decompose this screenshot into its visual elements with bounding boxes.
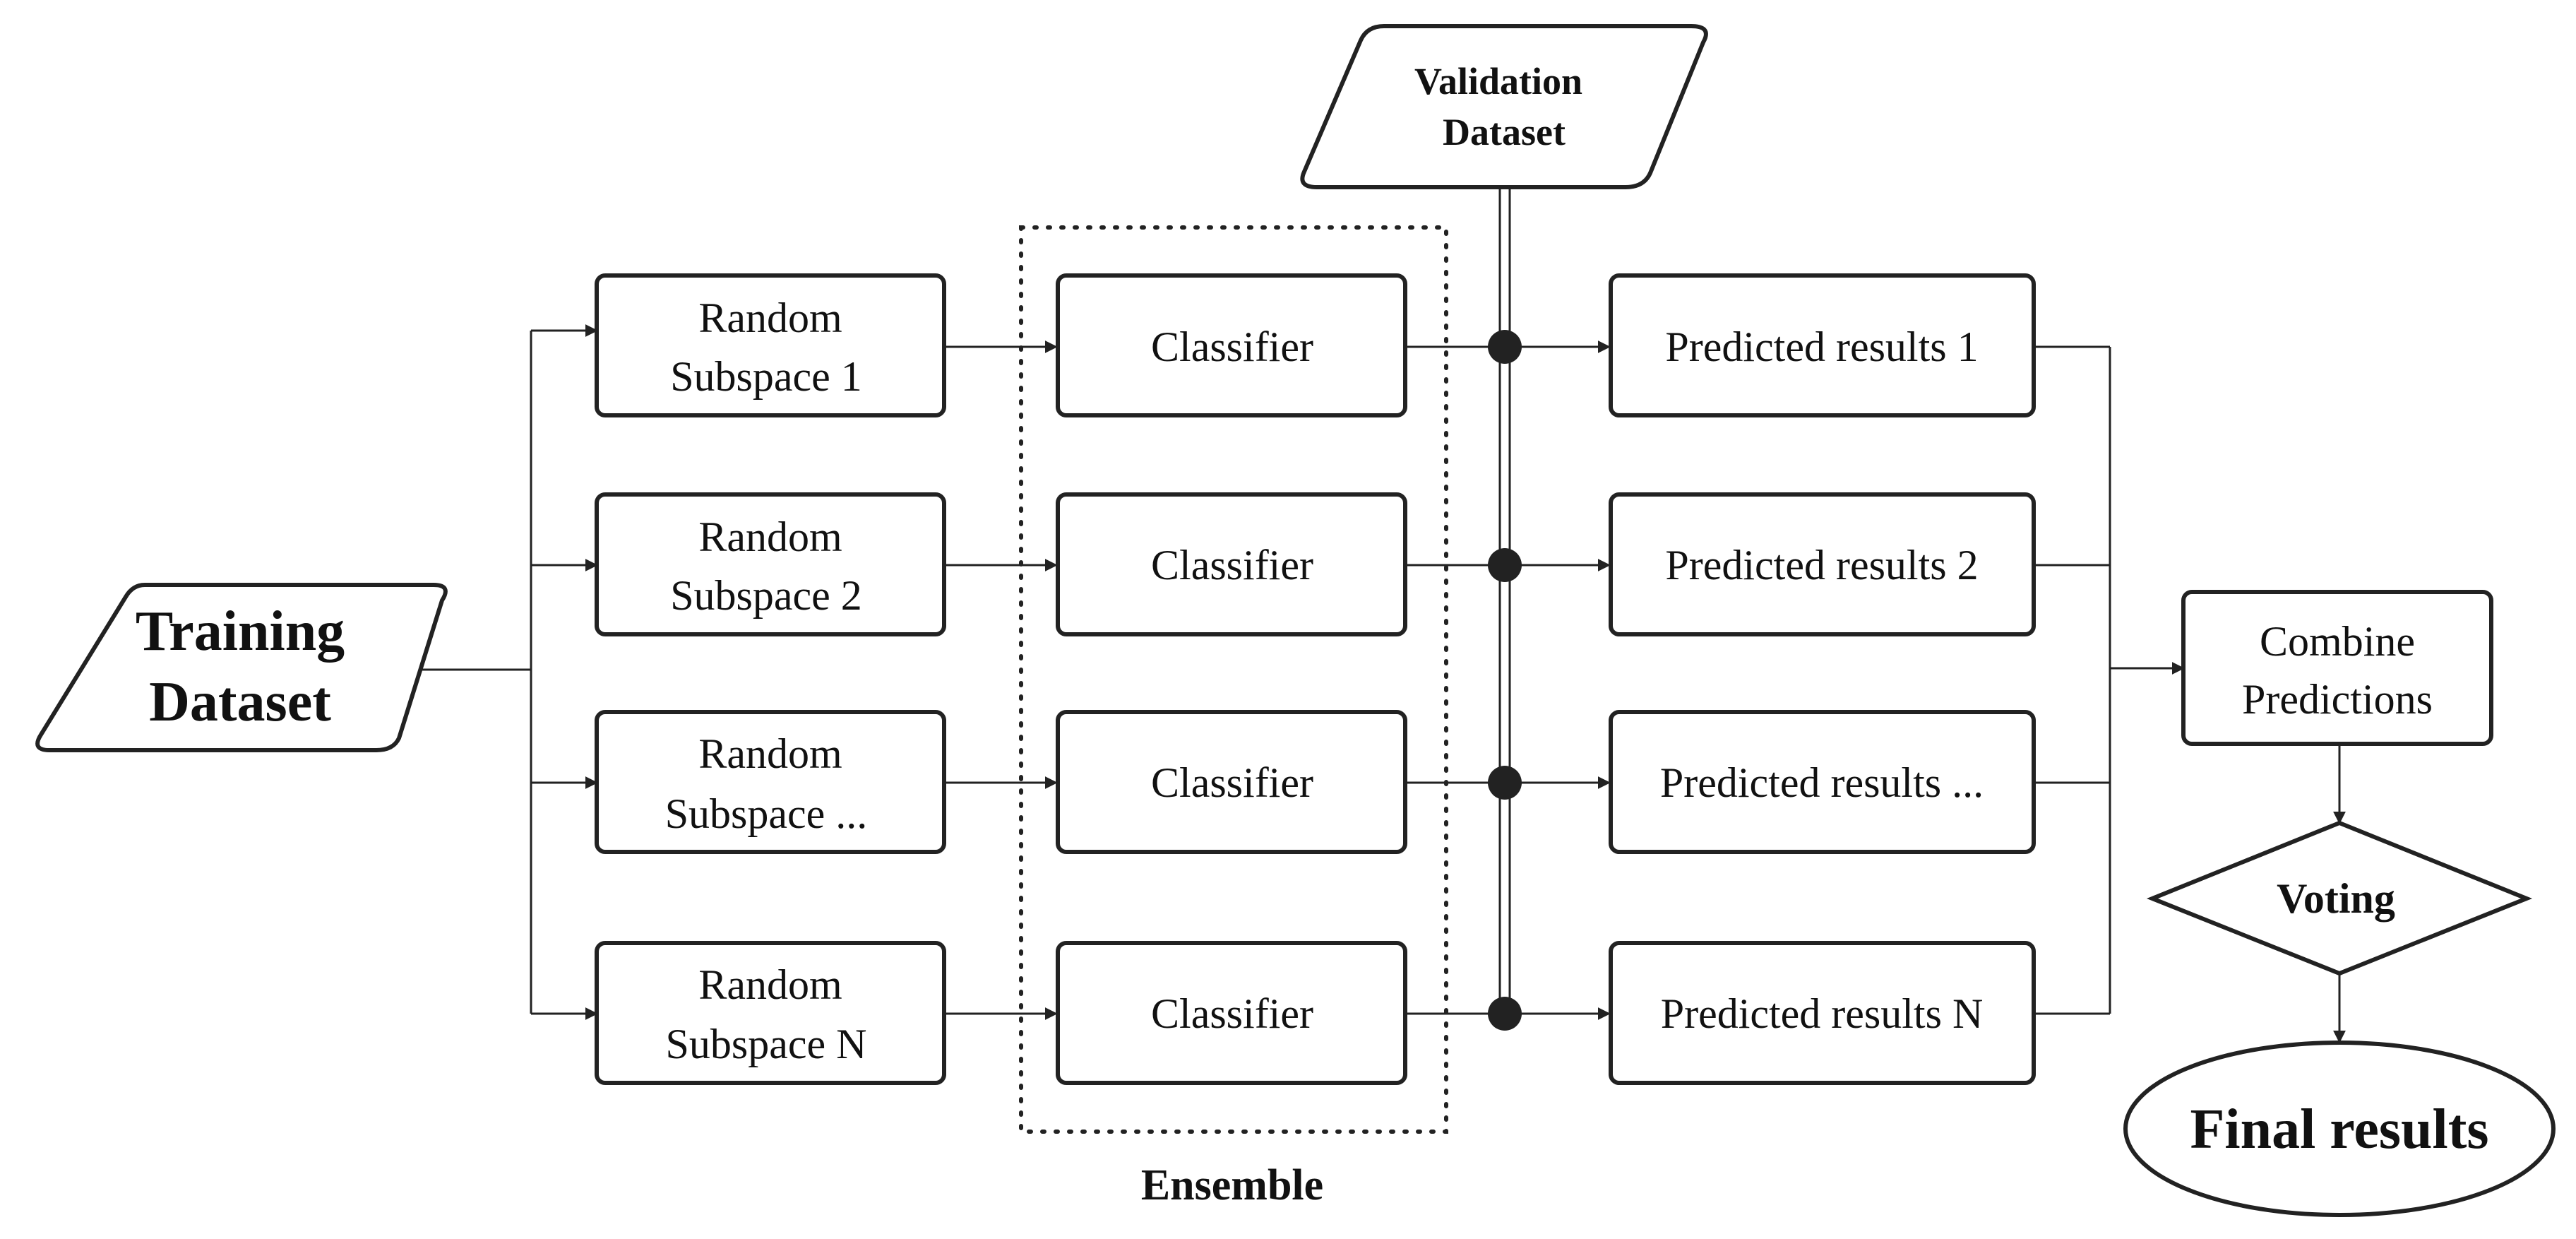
training-dataset-label-line2: Dataset bbox=[149, 671, 331, 733]
random-subspace-box-4: Random Subspace N bbox=[595, 941, 946, 1085]
subspace-label-line2: Subspace ... bbox=[665, 790, 868, 837]
subspace-label-line1: Random bbox=[698, 514, 842, 560]
combine-label-line2: Predictions bbox=[2242, 676, 2433, 723]
prediction-box-2: Predicted results 2 bbox=[1609, 492, 2036, 636]
final-results-label: Final results bbox=[2190, 1098, 2488, 1161]
prediction-label: Predicted results ... bbox=[1660, 759, 1984, 806]
junction-dot bbox=[1488, 766, 1522, 800]
prediction-box-4: Predicted results N bbox=[1609, 941, 2036, 1085]
ensemble-label: Ensemble bbox=[1141, 1161, 1323, 1209]
training-dataset-node: Training Dataset bbox=[35, 583, 448, 752]
junction-dots bbox=[1488, 330, 1522, 1031]
connectors bbox=[413, 324, 2346, 1043]
validation-dataset-label-line2: Dataset bbox=[1443, 111, 1566, 153]
subspace-label-line2: Subspace 2 bbox=[670, 572, 862, 619]
validation-double-line bbox=[1498, 187, 1511, 1017]
subspace-label-line1: Random bbox=[698, 295, 842, 341]
random-subspace-box-1: Random Subspace 1 bbox=[595, 273, 946, 417]
prediction-label: Predicted results 2 bbox=[1665, 542, 1978, 588]
prediction-box-1: Predicted results 1 bbox=[1609, 273, 2036, 417]
combine-label-line1: Combine bbox=[2260, 618, 2415, 665]
ensemble-region bbox=[1019, 225, 1448, 1134]
subspace-label-line1: Random bbox=[698, 730, 842, 777]
combine-predictions-box: Combine Predictions bbox=[2181, 590, 2493, 746]
classifier-box-3: Classifier bbox=[1056, 710, 1407, 854]
random-subspace-box-3: Random Subspace ... bbox=[595, 710, 946, 854]
junction-dot bbox=[1488, 548, 1522, 582]
classifier-box-1: Classifier bbox=[1056, 273, 1407, 417]
classifier-box-4: Classifier bbox=[1056, 941, 1407, 1085]
subspace-label-line2: Subspace 1 bbox=[670, 353, 862, 400]
classifier-label: Classifier bbox=[1151, 542, 1313, 588]
voting-label: Voting bbox=[2277, 875, 2395, 922]
prediction-label: Predicted results 1 bbox=[1665, 324, 1978, 370]
classifier-box-2: Classifier bbox=[1056, 492, 1407, 636]
validation-dataset-label-line1: Validation bbox=[1414, 60, 1582, 102]
classifier-label: Classifier bbox=[1151, 324, 1313, 370]
junction-dot bbox=[1488, 997, 1522, 1031]
subspace-label-line1: Random bbox=[698, 961, 842, 1008]
voting-diamond: Voting bbox=[2146, 820, 2533, 976]
random-subspace-box-2: Random Subspace 2 bbox=[595, 492, 946, 636]
training-dataset-label-line1: Training bbox=[136, 600, 345, 663]
final-results-node: Final results bbox=[2123, 1041, 2556, 1217]
subspace-label-line2: Subspace N bbox=[666, 1021, 867, 1067]
classifier-label: Classifier bbox=[1151, 990, 1313, 1037]
junction-dot bbox=[1488, 330, 1522, 364]
prediction-label: Predicted results N bbox=[1661, 990, 1984, 1037]
validation-dataset-node: Validation Dataset bbox=[1300, 24, 1708, 189]
prediction-box-3: Predicted results ... bbox=[1609, 710, 2036, 854]
classifier-label: Classifier bbox=[1151, 759, 1313, 806]
